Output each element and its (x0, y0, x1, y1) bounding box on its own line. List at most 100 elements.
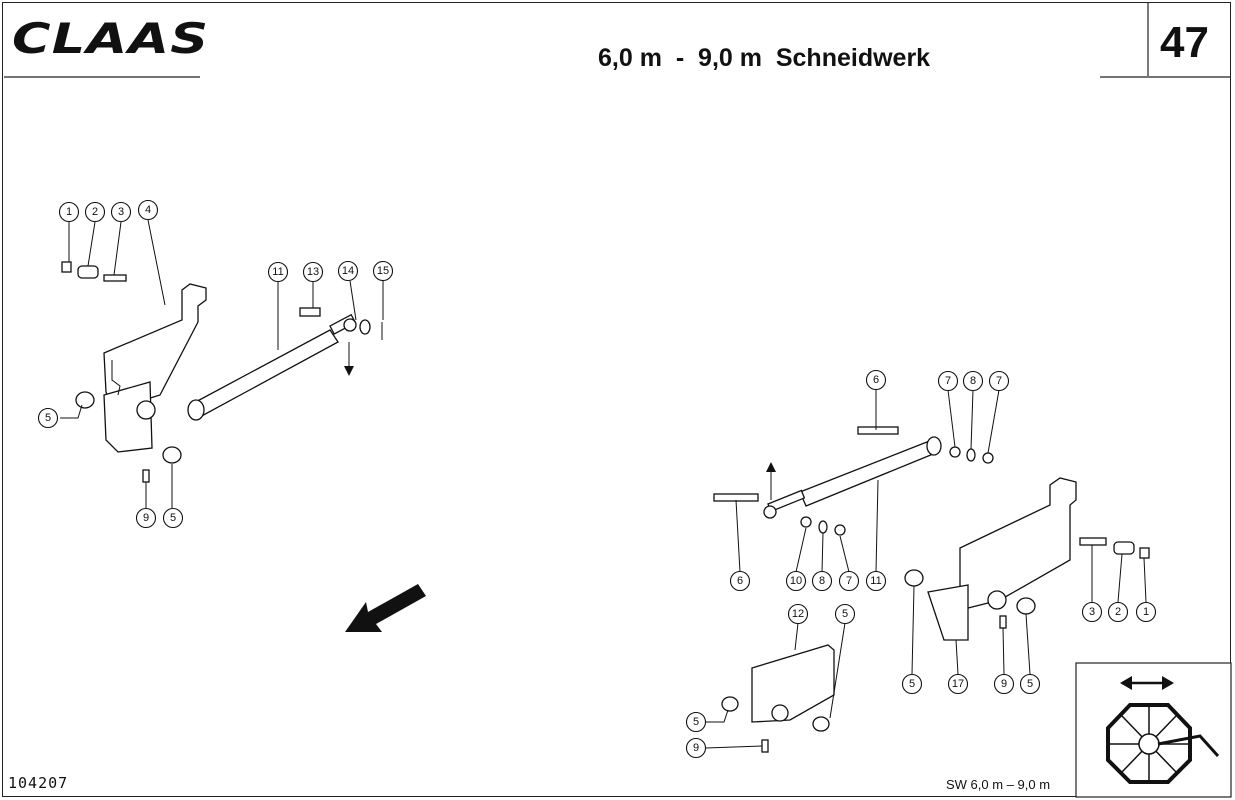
callout-r8b: 8 (811, 570, 833, 592)
direction-arrow-icon (345, 584, 426, 632)
right-assembly: 6 7 8 7 6 10 8 7 11 3 2 1 12 5 5 17 9 5 … (685, 369, 1157, 759)
reel-octagon-icon (1106, 703, 1192, 784)
rod-eye (343, 318, 357, 332)
document-code: 104207 (8, 774, 69, 792)
svg-text:3: 3 (1089, 606, 1095, 618)
nut-7b-part (982, 452, 994, 464)
left-pivot-bushing (136, 400, 156, 420)
plate-bushing-5a (721, 696, 739, 712)
callout-11: 11 (267, 261, 289, 283)
callout-3: 3 (110, 201, 132, 223)
callout-r6: 6 (865, 369, 887, 391)
callout-r7c: 7 (838, 570, 860, 592)
arrow-left-icon (1120, 676, 1132, 690)
right-bushing-2 (1113, 541, 1135, 555)
svg-text:14: 14 (342, 265, 354, 277)
callout-9: 9 (135, 507, 157, 529)
bushing-part (77, 265, 99, 279)
callout-r5d: 5 (685, 711, 707, 733)
svg-text:4: 4 (145, 204, 151, 216)
right-rod-eye (763, 505, 777, 519)
svg-text:7: 7 (945, 375, 951, 387)
svg-text:11: 11 (272, 266, 283, 278)
callout-r17: 17 (947, 673, 969, 695)
svg-text:9: 9 (693, 742, 699, 754)
callout-r10: 10 (785, 570, 807, 592)
right-grease-nipple (999, 615, 1007, 629)
cylinder-end-cap (187, 399, 205, 421)
svg-text:2: 2 (1115, 606, 1121, 618)
svg-text:6: 6 (873, 374, 879, 386)
hydraulic-cylinder-part (189, 329, 339, 419)
bolt-part (103, 274, 127, 282)
page-number: 47 (1160, 18, 1209, 67)
nut-7-part (949, 446, 961, 458)
left-bracket-skirt (103, 381, 153, 453)
callout-r6b: 6 (729, 570, 751, 592)
range-label: SW 6,0 m – 9,0 m (946, 777, 1051, 792)
nut-10-part (800, 516, 812, 528)
callout-r9b: 9 (685, 737, 707, 759)
callout-r2: 2 (1107, 601, 1129, 623)
svg-text:9: 9 (1001, 678, 1007, 690)
brand-logo: CLAAS (12, 14, 210, 63)
right-bolt-3 (1079, 537, 1107, 546)
right-bushing-5a (904, 569, 924, 587)
callout-5: 5 (37, 407, 59, 429)
svg-text:8: 8 (970, 375, 976, 387)
svg-text:1: 1 (66, 206, 72, 218)
callout-r5c: 5 (1019, 673, 1041, 695)
callout-15: 15 (372, 260, 394, 282)
svg-text:11: 11 (870, 575, 881, 587)
svg-text:5: 5 (1027, 678, 1033, 690)
callout-r9: 9 (993, 673, 1015, 695)
callout-r7: 7 (937, 370, 959, 392)
callout-r1: 1 (1135, 601, 1157, 623)
left-leader-lines (60, 219, 384, 508)
plate-bushing-5b (812, 716, 830, 732)
plate-12-part (751, 644, 835, 723)
svg-text:5: 5 (693, 716, 699, 728)
nut-7c-part (834, 524, 846, 536)
plate-grease-nipple (761, 739, 769, 753)
washer-8-part (966, 448, 976, 462)
svg-text:12: 12 (792, 608, 804, 620)
grease-nipple-part (142, 469, 150, 483)
page-title: 6,0 m - 9,0 m Schneidwerk (598, 44, 931, 72)
svg-text:7: 7 (846, 575, 852, 587)
nut-part (61, 261, 72, 273)
right-cylinder-part (799, 439, 939, 507)
plate-bushing (771, 704, 789, 722)
right-pivot-bushing (987, 590, 1007, 610)
callout-13: 13 (302, 261, 324, 283)
arrow-right-icon (1162, 676, 1174, 690)
svg-text:17: 17 (952, 678, 964, 690)
reel-inset (1075, 662, 1232, 798)
callout-1: 1 (58, 201, 80, 223)
svg-text:7: 7 (996, 375, 1002, 387)
reel-hub (1138, 733, 1160, 755)
svg-text:13: 13 (307, 266, 319, 278)
svg-text:5: 5 (909, 678, 915, 690)
up-arrow-icon (766, 462, 776, 472)
svg-text:15: 15 (377, 265, 389, 277)
callout-r5b: 5 (901, 673, 923, 695)
svg-text:5: 5 (45, 412, 51, 424)
svg-text:6: 6 (737, 575, 743, 587)
pin-part (299, 307, 321, 317)
callout-r5: 5 (834, 603, 856, 625)
callout-4: 4 (137, 199, 159, 221)
svg-text:1: 1 (1143, 606, 1149, 618)
svg-text:5: 5 (842, 608, 848, 620)
washer-part (359, 319, 371, 335)
right-cylinder-cap (926, 436, 942, 456)
inset-frame (1075, 662, 1232, 798)
callout-r11: 11 (865, 570, 887, 592)
bushing-5b-part (162, 446, 182, 464)
right-left-bolt (713, 493, 759, 502)
svg-text:10: 10 (790, 575, 802, 587)
callout-2: 2 (84, 201, 106, 223)
